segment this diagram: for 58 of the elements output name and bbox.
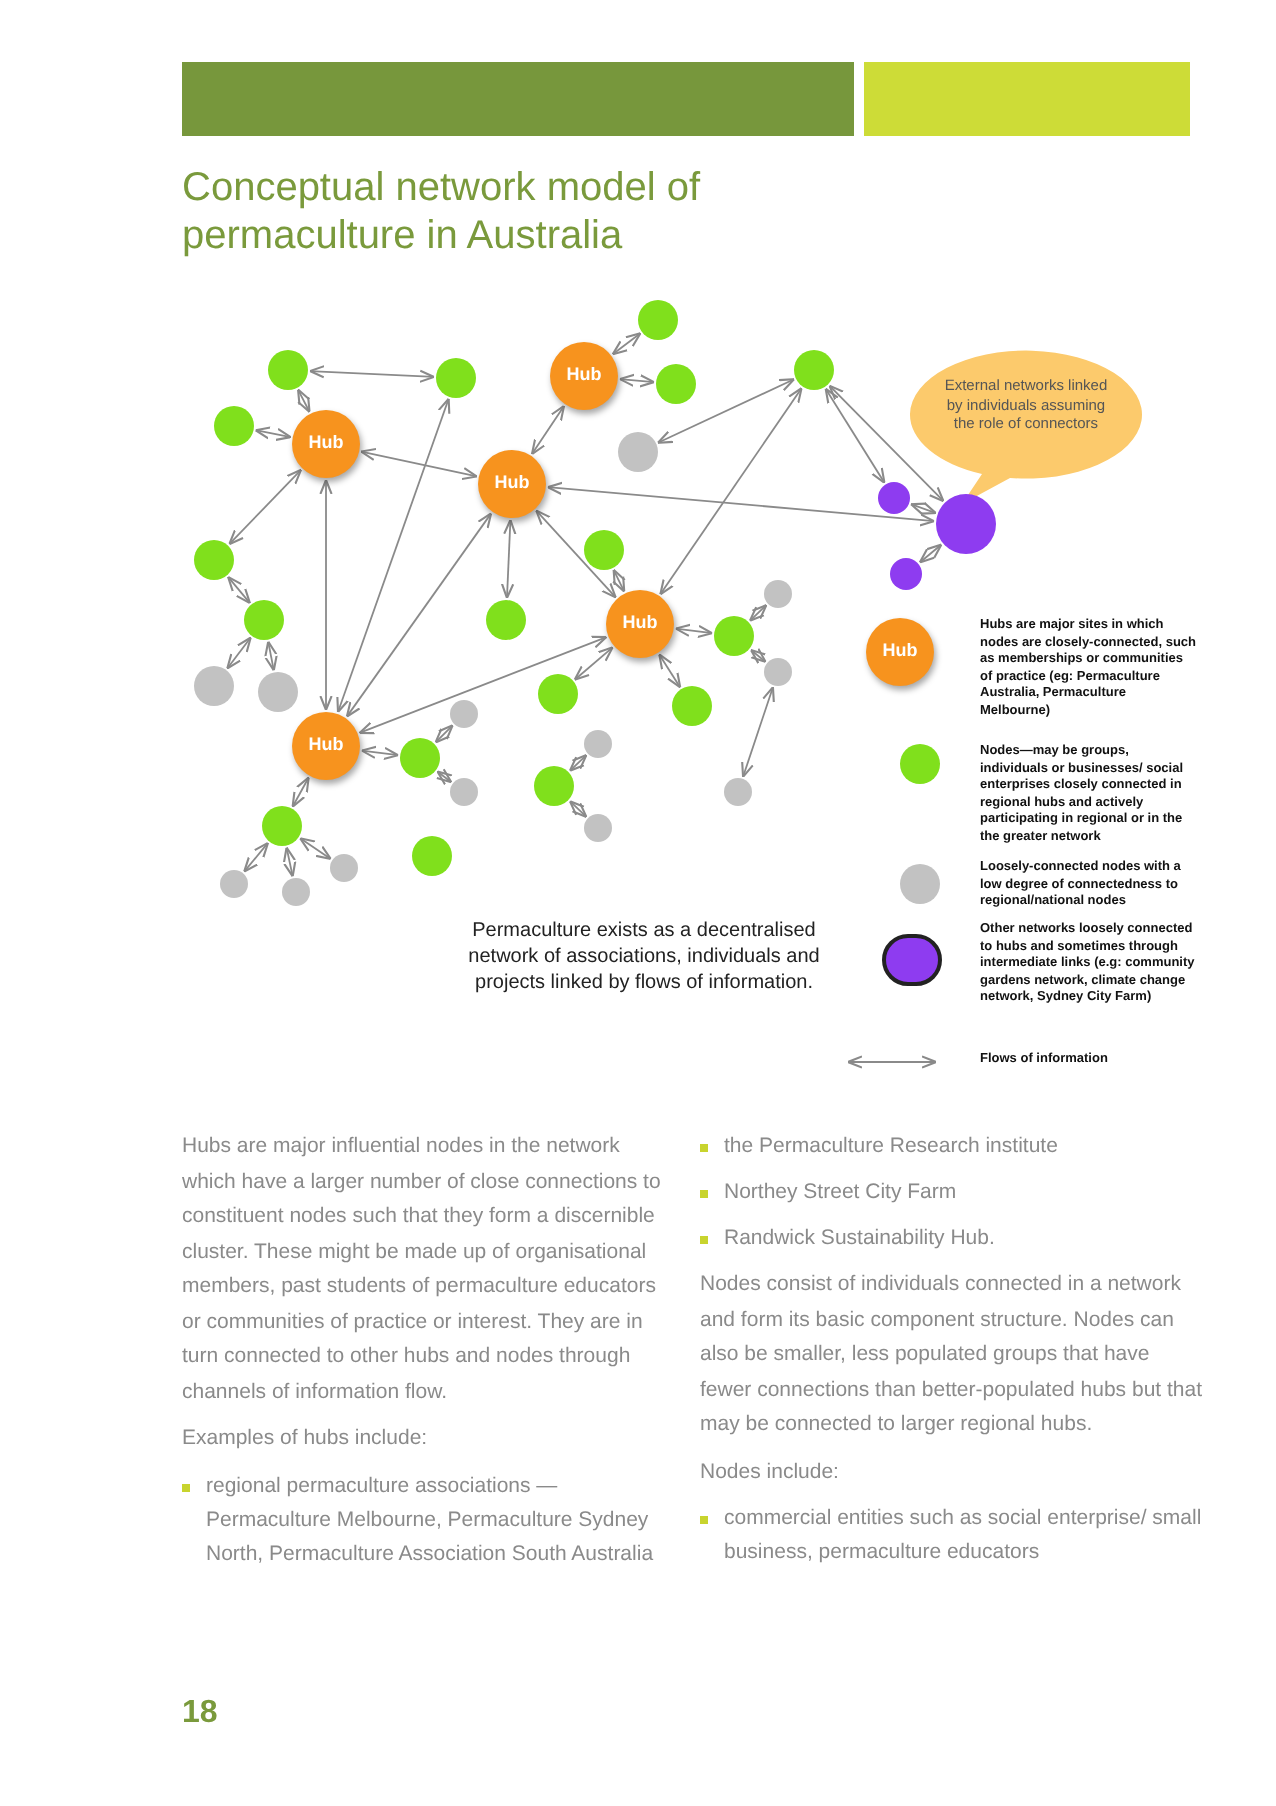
caption: Permaculture exists as a decentralised network of associations, individuals and projects linked by flows of information. [466,918,822,996]
arrow [360,745,400,761]
arrow [658,653,682,689]
bullet-text: Randwick Sustainability Hub. [724,1224,995,1254]
body-text: Nodes include: [700,1457,841,1487]
arrow [435,768,453,786]
arrow [659,387,803,596]
arrow [530,404,566,456]
arrow [264,640,278,672]
arrow [568,754,588,772]
arrow [741,686,775,778]
title: Conceptual network model of permaculture in Australia [182,164,703,260]
arrow [299,837,332,861]
arrow [828,384,945,503]
hub-label: Hub [882,638,918,665]
bullet-text: commercial entities such as social enterprise/ small business, permaculture educators [724,1504,1204,1568]
bullet-text: regional permaculture associations — Permaculture Melbourne, Permaculture Sydney North, Permaculture Association South Australia [206,1471,656,1569]
arrow [750,647,767,665]
bullet-text: Northey Street City Farm [724,1178,957,1208]
arrow [308,365,436,383]
arrow [345,512,493,718]
arrow [291,776,310,808]
arrow [227,575,251,605]
arrow [243,841,269,873]
body-text: Nodes consist of individuals connected in a network and form its basic component structure. Nodes can also be smaller, less populated groups that have fewer connections than better-populated hubs but that may be connected to larger regional hubs. [700,1270,1204,1440]
arrow [611,332,642,356]
arrow [573,646,614,681]
arrow [254,426,292,441]
arrow [226,636,252,670]
hub-label: Hub [494,470,530,497]
hub-label: Hub [308,430,344,457]
arrow [612,568,626,593]
arrow [568,800,588,818]
arrow [358,635,608,735]
arrow [228,468,303,546]
arrow [909,502,937,516]
body-text: Examples of hubs include: [182,1424,430,1454]
hub-label: Hub [566,362,602,389]
arrow [674,623,714,639]
arrow [618,373,656,388]
page-number: 18 [182,1694,218,1734]
arrow [546,481,936,527]
arrow [336,397,451,714]
bullet-text: the Permaculture Research institute [724,1132,1058,1162]
arrow [297,388,311,414]
arrow [360,448,478,480]
arrow [535,509,617,599]
body-text: Hubs are major influential nodes in the network which have a larger number of close connections to constituent nodes such that they form a discernible cluster. These might be made up of organisational members, past students of permaculture educators or communities of practice or interest. They are in turn connected to other hubs and nodes through channels of information flow. [182,1132,663,1407]
arrow [319,478,333,712]
arrow [918,543,943,564]
arrow [282,846,297,878]
hub-label: Hub [308,732,344,759]
arrow [434,724,454,744]
arrow [500,518,517,600]
arrow [656,378,796,444]
arrow [824,387,886,484]
hub-label: Hub [622,610,658,637]
arrow [748,604,768,622]
